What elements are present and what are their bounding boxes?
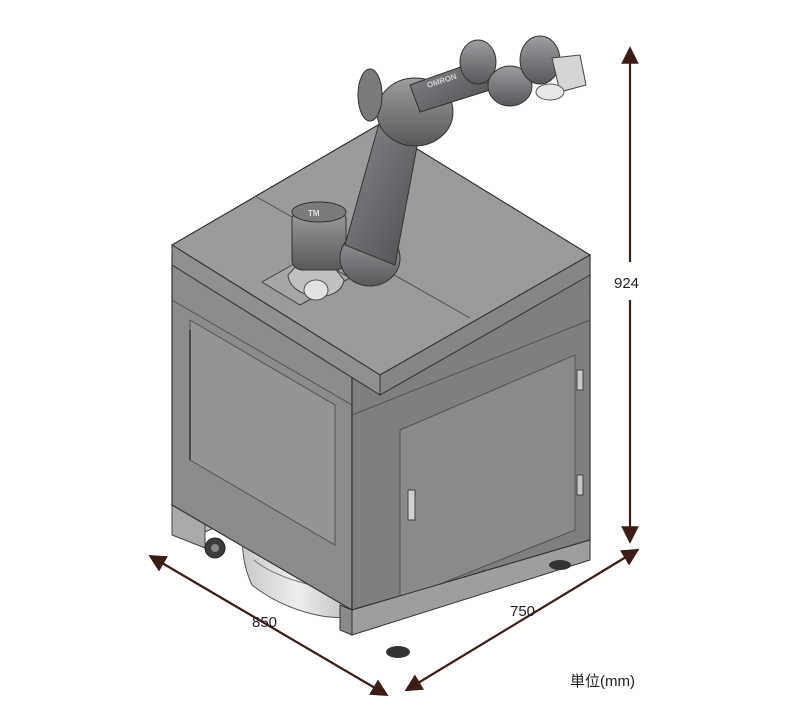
height-label: 924 (614, 275, 639, 292)
robot-arm: TM OMRON (287, 35, 587, 301)
tool-flange (551, 54, 587, 93)
right-wheel (549, 560, 571, 570)
hinge (576, 474, 584, 496)
joint-label: TM (308, 209, 320, 218)
depth-label: 850 (252, 614, 277, 631)
door-handle (407, 489, 416, 521)
front-wheel (386, 646, 410, 658)
dimension-width: 750 (404, 548, 640, 692)
dimension-depth: 850 (148, 554, 389, 697)
unit-label: 単位(mm) (570, 673, 635, 690)
wrist-joint (487, 65, 533, 107)
dimension-height: 924 (614, 46, 639, 544)
hinge (576, 369, 584, 391)
width-label: 750 (510, 603, 535, 620)
